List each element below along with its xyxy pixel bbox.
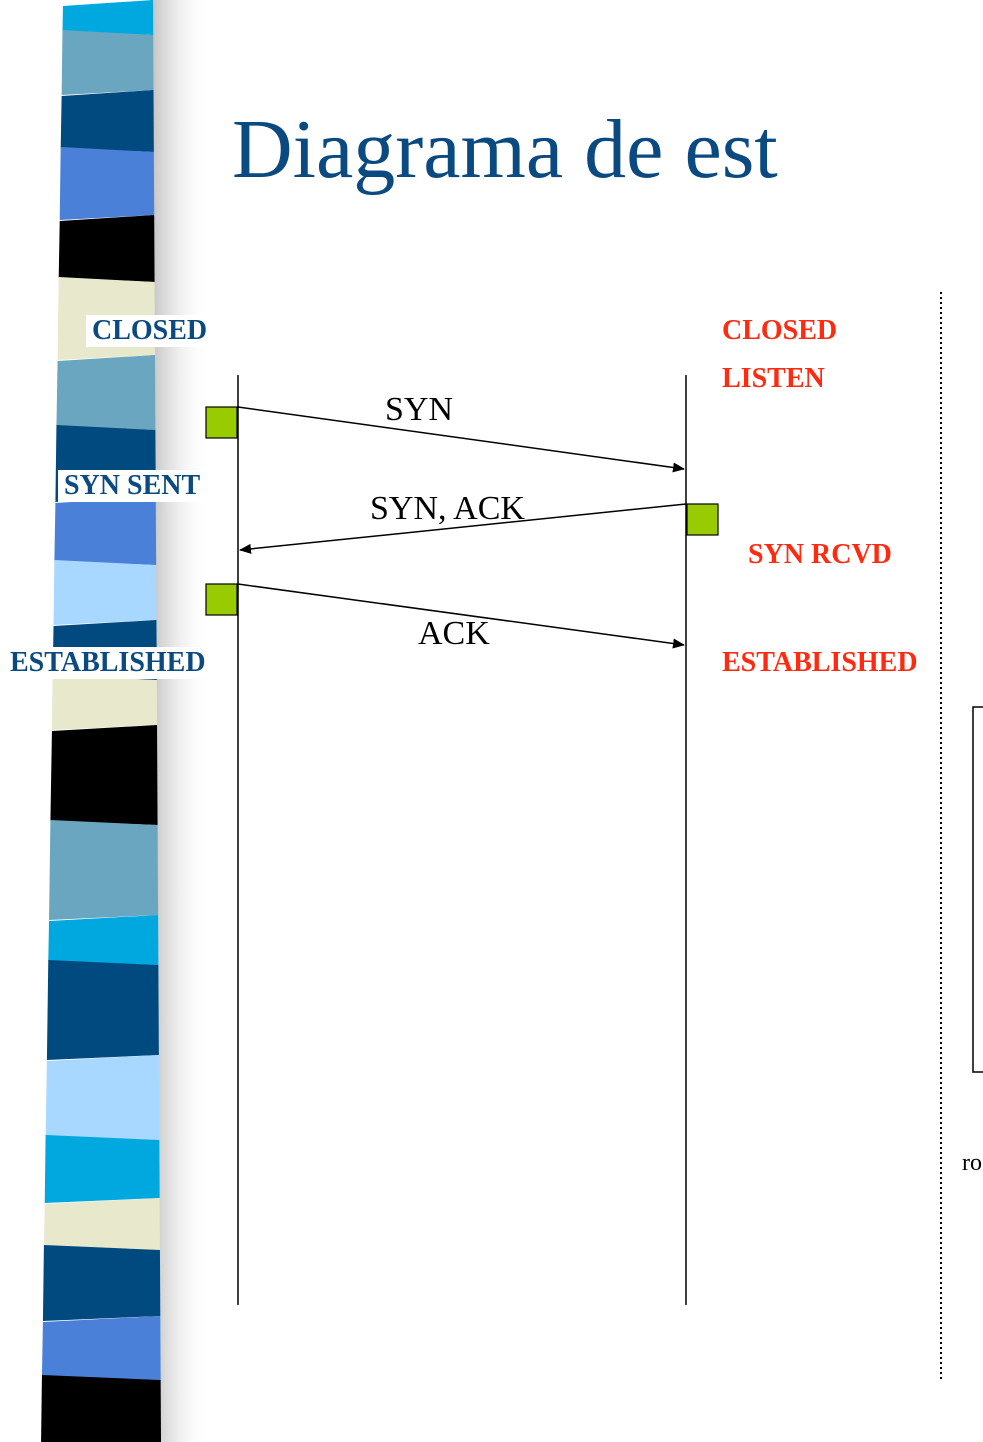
side-panel-text: ro (962, 1150, 982, 1176)
band-stripe (49, 820, 159, 920)
side-box (972, 706, 983, 1073)
band-stripe (42, 1245, 161, 1321)
band-stripe (51, 675, 158, 730)
client-ack-marker (205, 583, 238, 616)
band-stripe (48, 915, 159, 965)
server-state-listen: LISTEN (722, 363, 825, 394)
syn-ack-label: SYN, ACK (370, 490, 525, 527)
syn-arrow (237, 406, 685, 473)
band-stripe (44, 1135, 160, 1203)
ack-arrow (237, 583, 685, 649)
band-stripe (45, 1055, 160, 1140)
band-stripe (61, 30, 154, 95)
band-stripe (41, 1316, 161, 1380)
syn-ack-arrow (239, 503, 687, 554)
client-syn-marker (205, 406, 238, 439)
band-stripe (43, 1198, 160, 1250)
band-stripe (56, 355, 156, 430)
client-state-established: ESTABLISHED (4, 647, 212, 679)
syn-label: SYN (385, 391, 454, 428)
band-stripe (41, 1375, 161, 1442)
band-stripe (50, 725, 158, 825)
ack-label: ACK (418, 615, 490, 652)
band-stripe (46, 960, 159, 1060)
band-stripe (53, 560, 157, 625)
band-stripe (60, 90, 154, 152)
band-stripe (59, 147, 155, 220)
slide-title: Diagrama de est (232, 103, 778, 196)
server-state-closed: CLOSED (722, 315, 838, 346)
client-state-closed: CLOSED (86, 315, 214, 347)
band-stripe (62, 0, 154, 35)
server-state-syn-rcvd: SYN RCVD (748, 539, 892, 570)
client-state-syn-sent: SYN SENT (58, 470, 207, 502)
band-stripe (54, 497, 157, 565)
server-state-established: ESTABLISHED (722, 647, 918, 678)
decorative-striped-band (41, 0, 210, 1442)
server-synack-marker (686, 503, 719, 536)
band-stripe (58, 215, 155, 282)
